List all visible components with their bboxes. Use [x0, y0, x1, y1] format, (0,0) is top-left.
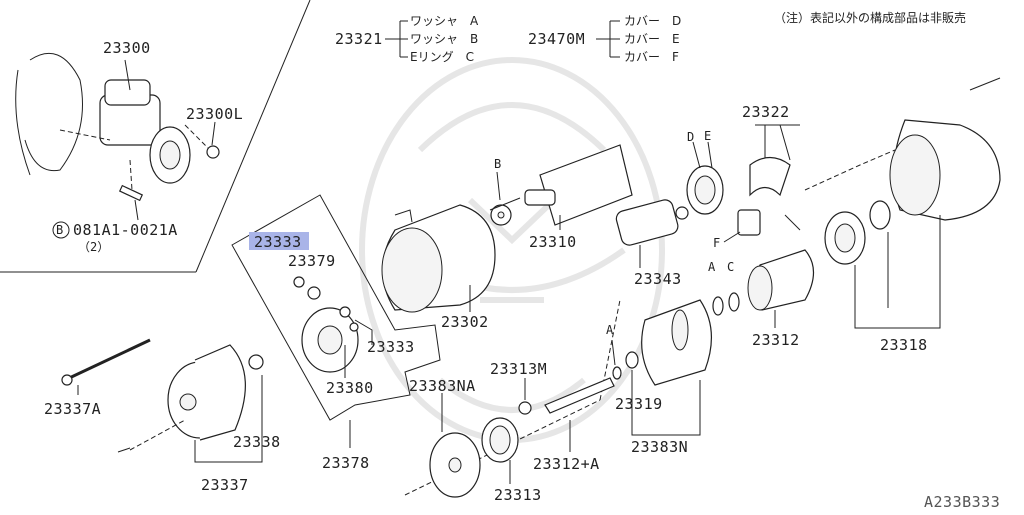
group-23470M-item-f: カバー F: [624, 50, 679, 64]
covers-drawing: [686, 141, 761, 243]
group-23470M: 23470M カバー D カバー E カバー F: [528, 14, 681, 64]
bolt-prefix-letter: B: [56, 223, 63, 237]
label-23337A[interactable]: 23337A: [44, 400, 101, 418]
inset-starter-drawing: [15, 52, 220, 221]
group-23470M-item-d: カバー D: [624, 14, 681, 28]
solenoid-23343-drawing: [615, 199, 689, 268]
label-23383N[interactable]: 23383N: [631, 438, 688, 456]
label-23333-highlight[interactable]: 23333: [254, 233, 302, 251]
bolt-quantity: （2）: [78, 240, 109, 254]
callout-C: C: [727, 260, 734, 274]
callout-F: F: [713, 236, 720, 250]
label-23318[interactable]: 23318: [880, 336, 928, 354]
group-23321-item-a: ワッシャ A: [410, 14, 479, 28]
callout-D: D: [687, 130, 694, 144]
group-23321-item-b: ワッシャ B: [410, 32, 478, 46]
label-23319[interactable]: 23319: [615, 395, 663, 413]
label-23310[interactable]: 23310: [529, 233, 577, 251]
label-081A1-0021A[interactable]: 081A1-0021A: [73, 221, 178, 239]
clutch-23312-drawing: [712, 249, 815, 328]
bolt-callout: B: [52, 221, 70, 239]
label-23312[interactable]: 23312: [752, 331, 800, 349]
yoke-23302-drawing: [381, 204, 496, 313]
label-23378[interactable]: 23378: [322, 454, 370, 472]
label-23312A[interactable]: 23312+A: [533, 455, 600, 473]
label-23333[interactable]: 23333: [367, 338, 415, 356]
label-23321[interactable]: 23321: [335, 30, 383, 48]
armature-23310-drawing: [489, 144, 633, 230]
label-23322[interactable]: 23322: [742, 103, 790, 121]
lower-assembly-drawing: [429, 299, 713, 498]
group-23321-item-c: Eリング C: [410, 50, 474, 64]
brush-holder-region: 23333 23379 23333 23380 23378: [231, 194, 441, 472]
group-23470M-item-e: カバー E: [624, 32, 680, 46]
label-23300L[interactable]: 23300L: [186, 105, 243, 123]
label-23302[interactable]: 23302: [441, 313, 489, 331]
label-23380[interactable]: 23380: [326, 379, 374, 397]
callout-E: E: [704, 129, 711, 143]
rear-cover-drawing: [61, 338, 264, 463]
housing-23318-drawing: [804, 77, 1001, 329]
callout-A-lower: A: [606, 323, 614, 337]
callout-A: A: [708, 260, 716, 274]
label-23343[interactable]: 23343: [634, 270, 682, 288]
label-23300[interactable]: 23300: [103, 39, 151, 57]
label-23470M[interactable]: 23470M: [528, 30, 585, 48]
label-23337[interactable]: 23337: [201, 476, 249, 494]
lever-23322-drawing: [749, 124, 801, 231]
label-23313[interactable]: 23313: [494, 486, 542, 504]
note-text: （注）表記以外の構成部品は非販売: [774, 10, 966, 25]
diagram-code: A233B333: [924, 493, 1000, 511]
label-23338[interactable]: 23338: [233, 433, 281, 451]
callout-B: B: [494, 157, 501, 171]
label-23313M[interactable]: 23313M: [490, 360, 547, 378]
group-23321: 23321 ワッシャ A ワッシャ B Eリング C: [335, 14, 479, 64]
label-23379[interactable]: 23379: [288, 252, 336, 270]
inset-frame: [0, 0, 311, 273]
label-23383NA[interactable]: 23383NA: [409, 377, 476, 395]
highlight-23333: [249, 232, 309, 250]
